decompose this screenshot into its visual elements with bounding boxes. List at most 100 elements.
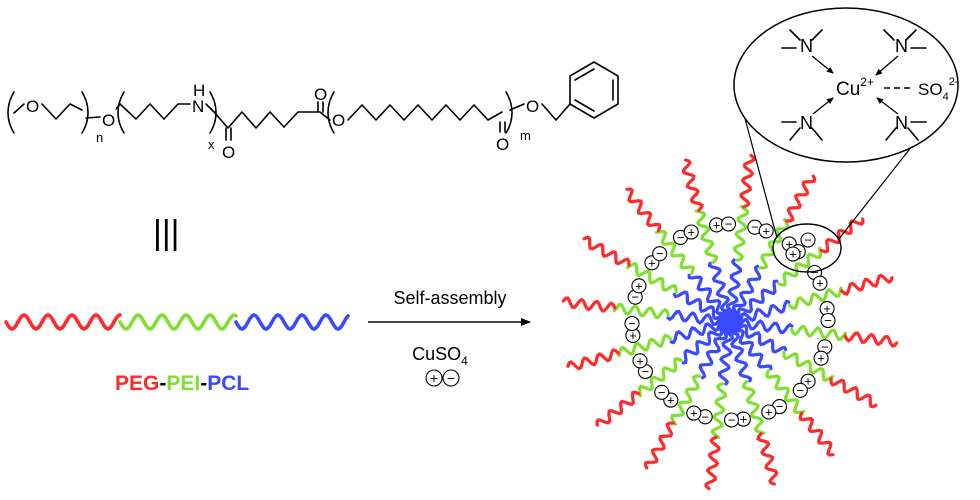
charge-marker-symbol: − (725, 217, 733, 232)
charge-marker-symbol: − (628, 316, 636, 331)
charge-marker-symbol: − (751, 220, 759, 235)
bracket-left-n-open (7, 91, 15, 134)
ligand-n-top-left: N (800, 36, 813, 56)
atom-o4: O (314, 85, 327, 104)
arm-pcl-segment (732, 299, 791, 327)
charge-marker: − (720, 216, 737, 232)
micelle-arm (582, 235, 729, 322)
charge-marker-symbol: − (728, 413, 736, 428)
micelle-arm (732, 318, 899, 348)
charge-marker: − (652, 246, 668, 262)
bond-succinyl-chain (213, 111, 285, 129)
bond-benzyl-ch2 (541, 103, 571, 121)
label-pei: PEI (166, 372, 200, 395)
zoom-charge-plus: + (785, 246, 801, 262)
bond-carbonyl-3 (499, 121, 506, 133)
charge-marker-symbol: − (824, 313, 832, 328)
bond-carbonyl-2 (317, 101, 324, 113)
bond-ethylene-pei (119, 103, 191, 120)
charge-marker-symbol: + (804, 374, 812, 389)
arm-pcl-segment (681, 321, 729, 365)
micelle-arm (731, 217, 865, 323)
arm-peg-segment (798, 411, 835, 457)
sulfate-subscript: 4 (943, 91, 949, 103)
charge-marker: + (631, 278, 647, 294)
charge-marker-symbol: − (631, 290, 639, 305)
reagent-subscript: 4 (461, 354, 468, 368)
charge-marker: − (654, 384, 670, 400)
bracket-x-open-arc (117, 91, 125, 134)
arm-pei-segment (654, 229, 695, 275)
structure-labels: O O N H O O O O O n x m (26, 81, 539, 162)
arm-pcl-segment (726, 258, 743, 320)
arm-pei-segment (741, 380, 766, 435)
arm-peg-segment (681, 158, 704, 212)
arm-pcl-segment (731, 322, 788, 354)
arm-pcl-segment (707, 261, 735, 320)
charge-marker-symbol: − (656, 246, 664, 261)
charge-marker: − (820, 312, 836, 329)
bracket-x-close (209, 91, 217, 134)
ligand-top-right: N (875, 29, 927, 76)
arm-peg-segment (739, 153, 756, 209)
micelle-arm (732, 273, 894, 327)
charge-marker: + (683, 224, 699, 240)
reagent-label: CuSO4 (412, 344, 468, 368)
charge-marker: + (761, 404, 777, 420)
ion-minus-symbol: − (447, 370, 455, 386)
segment-peg (4, 313, 122, 331)
label-peg: PEG (115, 372, 159, 395)
zoom-circle (772, 223, 842, 273)
charge-marker-symbol: + (690, 406, 698, 421)
charge-marker-symbol: − (642, 364, 650, 379)
charge-marker: + (686, 405, 702, 421)
charge-marker-symbol: + (635, 278, 643, 293)
bond-o1-left (13, 103, 25, 114)
arm-pei-segment (732, 204, 750, 262)
micelle-arm (729, 323, 835, 457)
bond-peg-to-o2 (85, 116, 101, 119)
segment-pcl (234, 313, 350, 331)
arm-pcl-segment (731, 279, 779, 323)
atom-h: H (193, 81, 205, 100)
arm-peg-segment (843, 331, 899, 348)
charge-marker: − (723, 412, 740, 428)
micelle-arm (561, 296, 728, 326)
bond-ester-o (509, 103, 525, 111)
charge-marker-symbol: + (816, 276, 824, 291)
arm-peg-segment (643, 421, 675, 470)
charge-marker-symbol: − (797, 383, 805, 398)
bracket-left-n-close (81, 91, 89, 134)
atom-o1: O (26, 97, 39, 116)
label-pcl: PCL (207, 372, 249, 395)
arm-pei-segment (788, 286, 843, 311)
copper-symbol: Cu (836, 79, 860, 100)
benzene-ring (569, 61, 619, 119)
charge-marker-symbol: + (740, 412, 748, 427)
charge-marker-symbol: + (765, 405, 773, 420)
charge-marker: + (813, 350, 829, 366)
charge-marker-symbol: − (776, 399, 784, 414)
bracket-m-close (505, 91, 513, 134)
arm-pcl-segment (666, 309, 728, 326)
arm-peg-segment (819, 217, 865, 254)
bond-ester-1 (283, 111, 331, 128)
micelle-core (721, 313, 739, 331)
zoom-charge-plus-symbol: + (789, 247, 797, 262)
atom-o-benzyl: O (526, 97, 539, 116)
zoom-charge-minus-symbol: − (804, 233, 812, 248)
sulfate-charge: 2- (949, 76, 959, 88)
charge-marker-symbol: − (811, 265, 819, 280)
micelle-arm (681, 158, 735, 320)
charge-marker-symbol: − (677, 230, 685, 245)
label-self-assembly: Self-assembly (393, 288, 506, 308)
ligand-n-top-right: N (895, 36, 908, 56)
arm-peg-segment (829, 377, 878, 409)
ligand-bottom-right: N (876, 97, 927, 141)
charge-marker: + (812, 275, 828, 291)
sulfate-anion: SO42- (918, 76, 959, 103)
micelle-arm (643, 323, 730, 470)
arm-peg-segment (785, 174, 817, 223)
arm-pei-segment (758, 218, 791, 270)
reaction-arrow-group: Self-assembly CuSO4 + − (368, 288, 531, 387)
